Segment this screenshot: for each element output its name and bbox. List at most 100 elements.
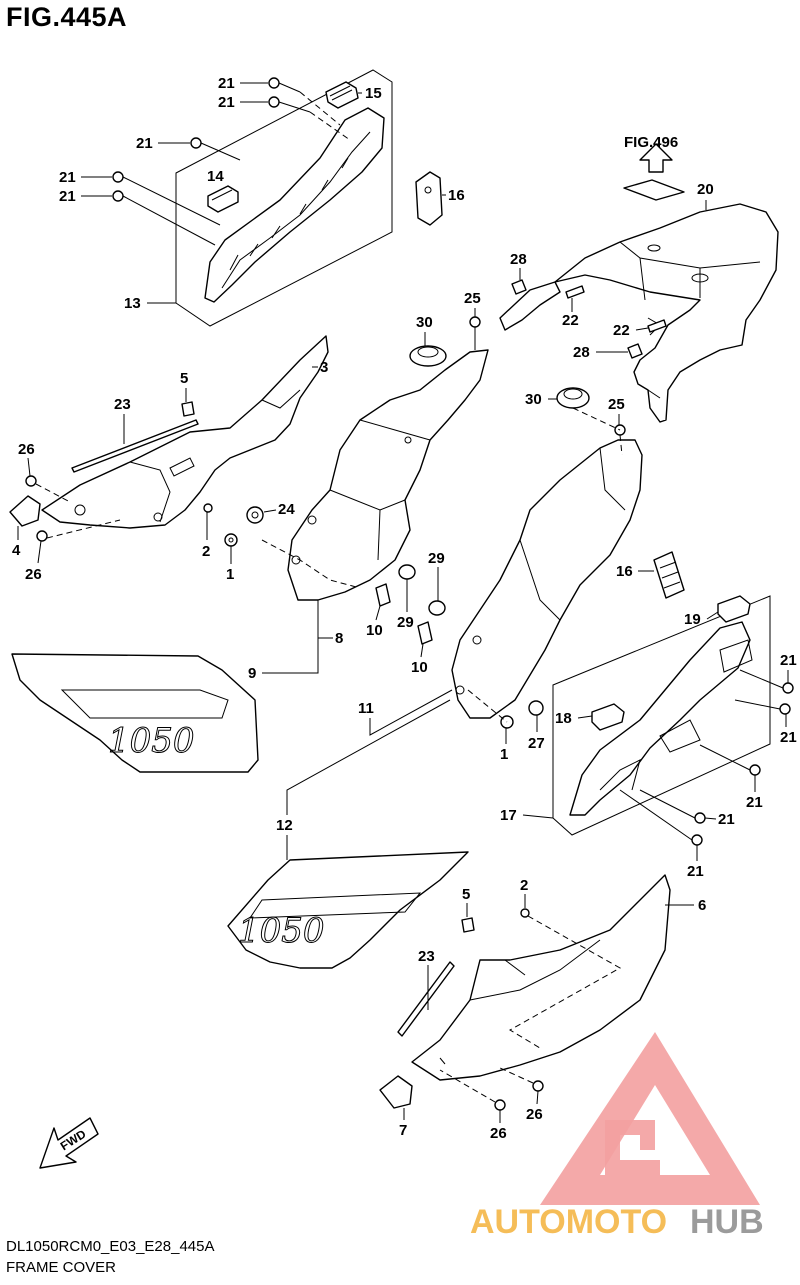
callout-label: 26 — [25, 566, 42, 583]
callout-label: 21 — [718, 811, 735, 828]
callout-label: 2 — [202, 543, 210, 560]
callout-label: 14 — [207, 168, 224, 185]
screw-group-21-right — [619, 669, 794, 846]
screw-26-group-bottom — [439, 1067, 544, 1111]
callout-label: 16 — [448, 187, 465, 204]
diagram-code: DL1050RCM0_E03_E28_445A — [6, 1238, 215, 1255]
frame-cover-6 — [411, 874, 671, 1081]
callout-label: 23 — [114, 396, 131, 413]
rubber-cushion-14 — [207, 185, 239, 213]
callout-label: 22 — [562, 312, 579, 329]
bracket-17 — [569, 621, 753, 816]
grommet-30-right — [556, 387, 590, 409]
clip-nut-28 — [511, 279, 643, 359]
assembly-line — [261, 539, 361, 589]
callout-label: 10 — [411, 659, 428, 676]
callout-label: 21 — [59, 169, 76, 186]
decal-12: 1050 — [227, 851, 469, 969]
clip-2-bottom — [520, 908, 530, 918]
callout-label: 19 — [684, 611, 701, 628]
callout-label: 6 — [698, 897, 706, 914]
assembly-line-1 — [467, 689, 508, 723]
callout-label: 7 — [399, 1122, 407, 1139]
figure-title: FIG.445A — [6, 2, 128, 32]
callout-label: 11 — [358, 700, 374, 717]
callout-label: 15 — [365, 85, 382, 102]
diagram-name: FRAME COVER — [6, 1259, 117, 1276]
callout-label: 29 — [428, 550, 445, 567]
callout-label: 21 — [218, 75, 235, 92]
callout-label: 16 — [616, 563, 633, 580]
frame-cover-11 — [451, 439, 643, 719]
svg-text:1050: 1050 — [108, 721, 195, 761]
callout-label: 25 — [608, 396, 625, 413]
collar-10-group — [375, 583, 433, 645]
callout-label: 27 — [528, 735, 545, 752]
side-rail-left-20 — [499, 281, 561, 331]
decal-9: 1050 — [11, 653, 259, 773]
rubber-cushion-15 — [325, 81, 359, 109]
callout-label: 1 — [500, 746, 508, 763]
callout-label: 5 — [462, 886, 470, 903]
callout-label: 30 — [416, 314, 433, 331]
callout-label: 18 — [555, 710, 572, 727]
callout-label: 21 — [218, 94, 235, 111]
callout-label: 5 — [180, 370, 188, 387]
rubber-cushion-18 — [591, 703, 625, 731]
fig496-reference-label: FIG.496 — [624, 134, 678, 151]
callout-label: 24 — [278, 501, 295, 518]
cap-7 — [379, 1075, 413, 1109]
plate-16-top — [415, 171, 443, 226]
callout-label: 21 — [780, 652, 797, 669]
callout-label: 12 — [276, 817, 293, 834]
rear-cover-20 — [554, 203, 779, 423]
callout-label: 10 — [366, 622, 383, 639]
callout-label: 21 — [780, 729, 797, 746]
callout-label: 26 — [526, 1106, 543, 1123]
callout-label: 20 — [697, 181, 714, 198]
callout-label: 4 — [12, 542, 21, 559]
screw-group-21-top — [112, 77, 351, 246]
callout-label: 23 — [418, 948, 435, 965]
assembly-line-right — [572, 407, 623, 456]
trim-strip-23-top — [71, 419, 199, 473]
assembly-line-lower — [509, 915, 622, 1049]
screw-27 — [528, 700, 544, 716]
frame-cover-3 — [41, 335, 329, 529]
washer-29-group — [398, 564, 446, 616]
callout-label: 3 — [320, 359, 328, 376]
clip-5-bottom — [461, 917, 475, 933]
nut-24 — [246, 506, 264, 524]
rubber-cushion-19 — [717, 595, 751, 623]
fig496-reference-arrow — [623, 143, 685, 201]
callout-label: 8 — [335, 630, 343, 647]
frame-cover-8 — [287, 349, 489, 601]
watermark-text-hub: HUB — [690, 1203, 764, 1241]
clip-2-top — [203, 503, 213, 513]
clip-5-top — [181, 401, 195, 417]
callout-label: 26 — [18, 441, 35, 458]
callout-label: 29 — [397, 614, 414, 631]
callout-label: 28 — [510, 251, 527, 268]
callout-label: 1 — [226, 566, 234, 583]
callout-label: 22 — [613, 322, 630, 339]
callout-label: 21 — [59, 188, 76, 205]
callout-label: 13 — [124, 295, 141, 312]
callout-label: 30 — [525, 391, 542, 408]
callout-label: 28 — [573, 344, 590, 361]
watermark-logo: AUTOMOTO HUB — [470, 1032, 764, 1241]
callout-label: 17 — [500, 807, 517, 824]
washer-1-top — [224, 533, 238, 547]
screw-25-left — [469, 316, 481, 350]
callout-label: 2 — [520, 877, 528, 894]
watermark-text-automoto: AUTOMOTO — [470, 1203, 667, 1241]
callout-label: 21 — [136, 135, 153, 152]
callout-label: 21 — [746, 794, 763, 811]
svg-text:1050: 1050 — [238, 911, 325, 951]
callout-label: 25 — [464, 290, 481, 307]
callout-label: 9 — [248, 665, 256, 682]
callout-labels: 21 21 15 21 14 21 21 16 13 20 28 22 22 2… — [12, 75, 797, 1142]
callout-label: 26 — [490, 1125, 507, 1142]
screw-26-group-top — [25, 475, 121, 542]
